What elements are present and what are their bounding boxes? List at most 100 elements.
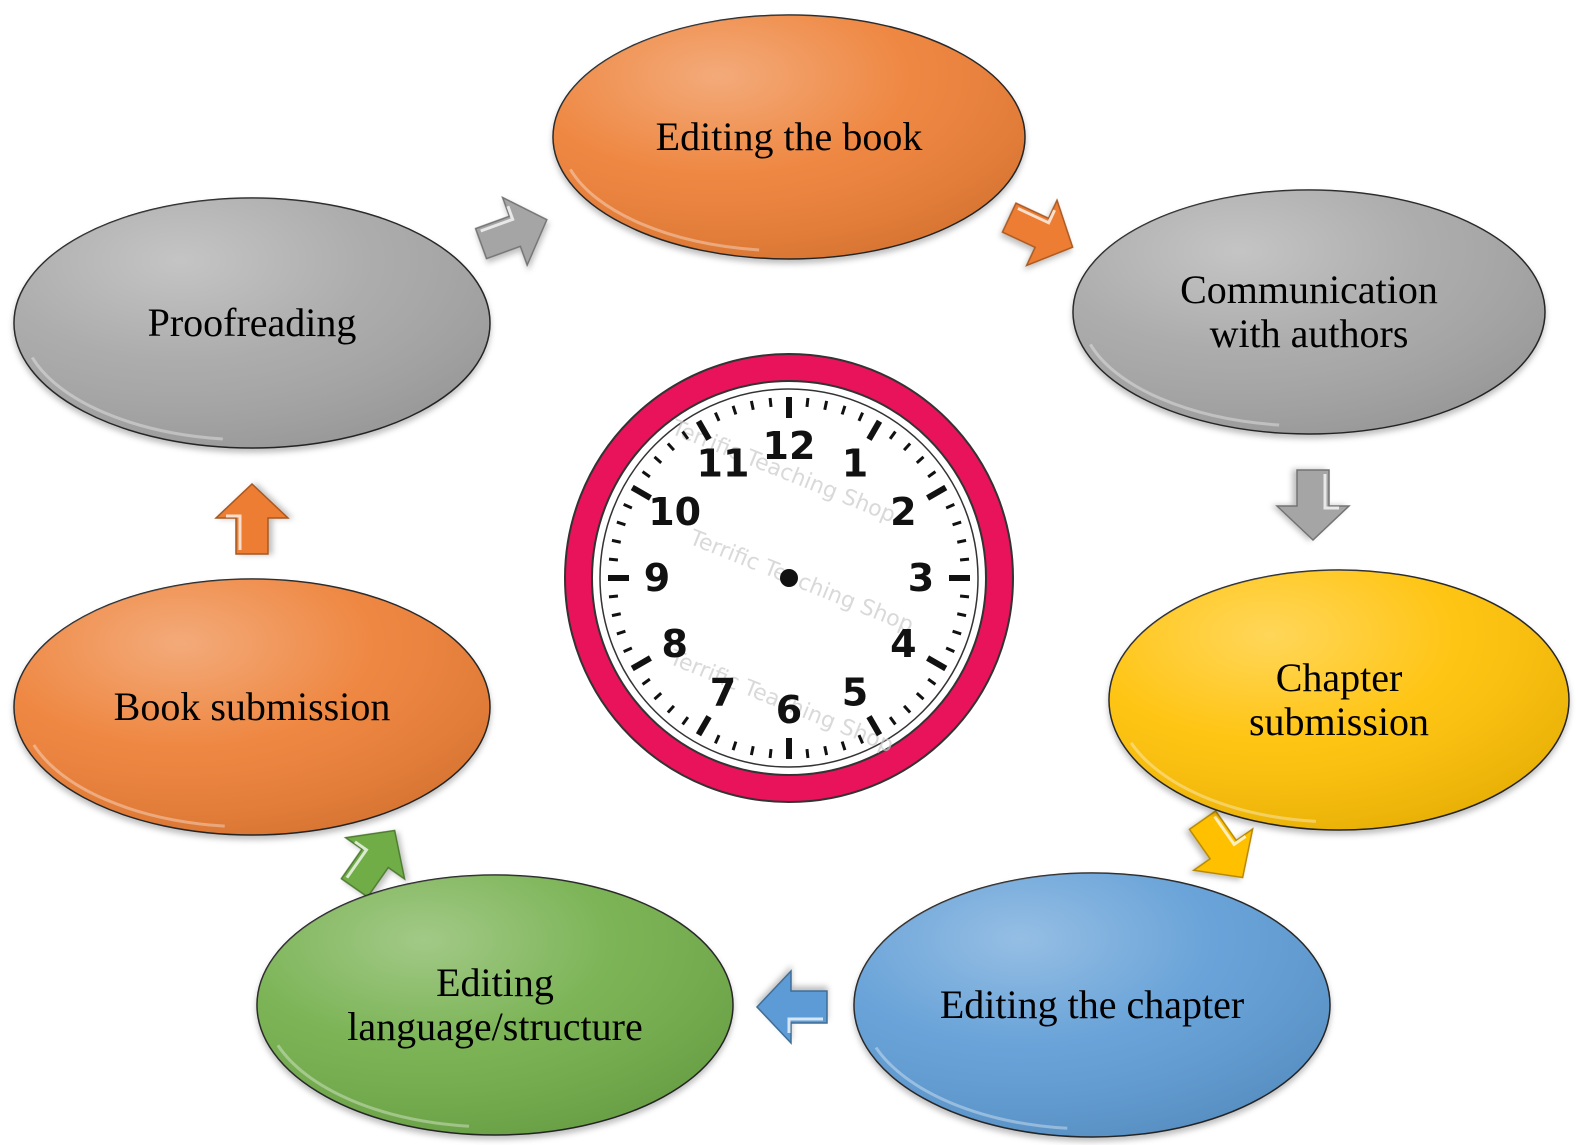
clock-number-10: 10 bbox=[648, 490, 701, 534]
node-gloss bbox=[257, 875, 733, 1135]
clock-minute-tick bbox=[608, 594, 619, 599]
clock-number-12: 12 bbox=[763, 424, 816, 468]
arrow-highlight bbox=[226, 514, 242, 550]
clock-minute-tick bbox=[805, 397, 810, 408]
clock-minute-tick bbox=[823, 400, 829, 411]
node-gloss bbox=[14, 579, 490, 835]
arrow-shape bbox=[474, 195, 548, 268]
node-label: Editing the book bbox=[656, 114, 923, 159]
clock-minute-tick bbox=[857, 734, 864, 744]
arrow-editing-chapter-to-editing-language bbox=[755, 969, 828, 1045]
arrow-communication-to-chapter-submission bbox=[1275, 469, 1351, 542]
arrow-highlight bbox=[787, 1017, 823, 1033]
clock-minute-tick bbox=[823, 745, 829, 756]
clock-center-dot bbox=[780, 569, 798, 587]
clock-minute-tick bbox=[653, 691, 663, 701]
clock-minute-tick bbox=[641, 677, 651, 686]
clock-minute-tick bbox=[915, 691, 925, 701]
arrow-editing-language-to-book-submission bbox=[340, 829, 406, 899]
node-gloss bbox=[14, 198, 490, 448]
clock-minute-tick bbox=[857, 412, 864, 422]
arrow-shape bbox=[214, 482, 290, 555]
arrow-shape bbox=[1188, 809, 1254, 879]
clock-minute-tick bbox=[641, 470, 651, 479]
clock-hour-tick bbox=[926, 484, 948, 501]
clock-minute-tick bbox=[902, 704, 912, 714]
clock-minute-tick bbox=[952, 629, 962, 636]
clock-minute-tick bbox=[888, 716, 897, 726]
clock-minute-tick bbox=[608, 557, 619, 562]
clock-minute-tick bbox=[731, 741, 738, 751]
clock-number-2: 2 bbox=[890, 490, 916, 534]
arrow-chapter-submission-to-editing-chapter bbox=[1188, 809, 1254, 879]
clock-minute-tick bbox=[945, 503, 955, 510]
clock-minute-tick bbox=[681, 716, 690, 726]
node-gloss bbox=[553, 15, 1025, 259]
clock-minute-tick bbox=[611, 538, 622, 544]
clock-hour-tick bbox=[926, 655, 948, 672]
clock-minute-tick bbox=[653, 455, 663, 465]
clock-minute-tick bbox=[927, 470, 937, 479]
clock-hour-tick bbox=[630, 655, 652, 672]
node-proofreading: Proofreading bbox=[13, 197, 491, 449]
node-label: with authors bbox=[1210, 311, 1409, 356]
clock-minute-tick bbox=[749, 745, 755, 756]
arrow-highlight bbox=[1213, 815, 1247, 847]
clock-minute-tick bbox=[714, 734, 721, 744]
arrow-shape bbox=[755, 969, 828, 1045]
node-gloss bbox=[1109, 570, 1569, 830]
arrow-highlight bbox=[480, 205, 515, 233]
node-label: Editing the chapter bbox=[940, 982, 1244, 1027]
clock-minute-tick bbox=[768, 397, 773, 408]
clock-minute-tick bbox=[749, 400, 755, 411]
node-gloss bbox=[854, 873, 1330, 1137]
clock-minute-tick bbox=[927, 677, 937, 686]
clock-minute-tick bbox=[623, 646, 633, 653]
clock-number-6: 6 bbox=[776, 688, 802, 732]
clock-number-7: 7 bbox=[710, 670, 736, 714]
clock-minute-tick bbox=[616, 520, 626, 527]
clock-hour-tick bbox=[866, 715, 883, 737]
clock-minute-tick bbox=[959, 594, 970, 599]
clock-minute-tick bbox=[840, 405, 847, 415]
clock-number-9: 9 bbox=[644, 556, 670, 600]
clock-minute-tick bbox=[945, 646, 955, 653]
clock-number-4: 4 bbox=[890, 622, 916, 666]
arrow-shape bbox=[1275, 469, 1351, 542]
clock-minute-tick bbox=[768, 748, 773, 759]
clock-minute-tick bbox=[952, 520, 962, 527]
node-label: submission bbox=[1249, 699, 1429, 744]
arrow-highlight bbox=[1017, 207, 1056, 225]
node-editing-chapter: Editing the chapter bbox=[853, 872, 1331, 1138]
clock-minute-tick bbox=[915, 455, 925, 465]
node-label: Proofreading bbox=[148, 300, 357, 345]
node-gloss bbox=[1073, 190, 1545, 434]
clock-number-3: 3 bbox=[908, 556, 934, 600]
clock-minute-tick bbox=[956, 538, 967, 544]
clock-minute-tick bbox=[902, 442, 912, 452]
clock-minute-tick bbox=[956, 612, 967, 618]
node-label: Communication bbox=[1180, 267, 1438, 312]
clock-minute-tick bbox=[616, 629, 626, 636]
arrow-proofreading-to-editing-book bbox=[474, 195, 548, 268]
arrow-shape bbox=[1001, 198, 1074, 267]
clock-minute-tick bbox=[959, 557, 970, 562]
clock-minute-tick bbox=[623, 503, 633, 510]
arrows-layer bbox=[214, 195, 1351, 1045]
clock-hour-tick bbox=[695, 715, 712, 737]
clock-minute-tick bbox=[805, 748, 810, 759]
clock-number-1: 1 bbox=[842, 442, 868, 486]
arrow-highlight bbox=[345, 840, 369, 879]
clock-minute-tick bbox=[666, 442, 676, 452]
node-book-submission: Book submission bbox=[13, 578, 491, 836]
clock-minute-tick bbox=[714, 412, 721, 422]
clock-hour-tick bbox=[630, 484, 652, 501]
node-label: language/structure bbox=[347, 1004, 642, 1049]
clock-minute-tick bbox=[731, 405, 738, 415]
clock-hour-tick bbox=[866, 419, 883, 441]
clock-minute-tick bbox=[666, 704, 676, 714]
